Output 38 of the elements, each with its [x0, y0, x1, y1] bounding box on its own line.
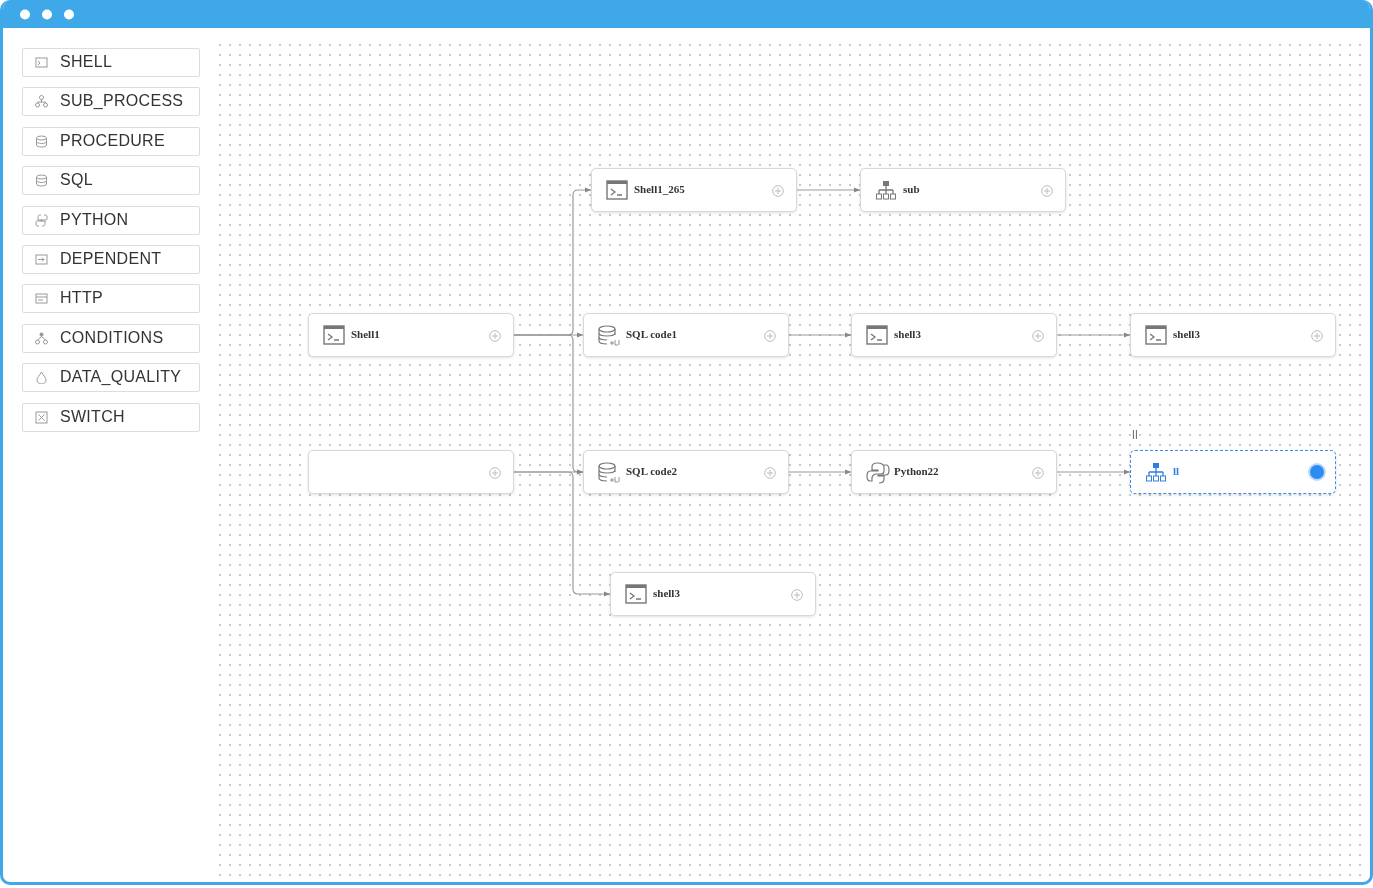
task-node	[851, 313, 1057, 357]
task-name: ll	[1173, 465, 1180, 477]
task-type-item: SUB_PROCESS	[22, 87, 200, 117]
task-name: Shell1	[351, 328, 380, 340]
task-node	[308, 450, 514, 494]
task-node	[860, 168, 1066, 212]
task-name: SQL code1	[626, 328, 678, 340]
task-node	[583, 450, 789, 494]
node-caption: ll	[1132, 427, 1138, 442]
task-type-item: SWITCH	[22, 402, 200, 432]
arrow	[513, 471, 611, 597]
arrow	[1056, 332, 1131, 338]
arrow	[788, 469, 852, 475]
task-node	[1130, 313, 1336, 357]
task-name: shell3	[653, 587, 680, 599]
task-type-item: SQL	[22, 166, 200, 196]
task-node	[610, 572, 816, 616]
task-node	[583, 313, 789, 357]
task-type-item: SHELL	[22, 48, 200, 77]
task-type-item: PYTHON	[22, 205, 200, 235]
arrow	[1056, 469, 1131, 475]
task-name: shell3	[1173, 328, 1200, 340]
task-name: Python22	[894, 465, 939, 477]
task-name: sub	[903, 183, 920, 195]
task-type-item: DATA_QUALITY	[22, 363, 200, 393]
task-type-item: HTTP	[22, 284, 200, 314]
task-node	[1130, 450, 1336, 494]
task-node	[308, 313, 514, 357]
arrow	[796, 187, 861, 193]
arrow	[788, 332, 852, 338]
task-node	[591, 168, 797, 212]
task-name: Shell1_265	[634, 183, 685, 195]
task-type-item: CONDITIONS	[22, 323, 200, 353]
task-name: SQL code2	[626, 465, 678, 477]
task-name: shell3	[894, 328, 921, 340]
task-type-item: DEPENDENT	[22, 245, 200, 274]
task-type-item: PROCEDURE	[22, 126, 200, 156]
task-node	[851, 450, 1057, 494]
